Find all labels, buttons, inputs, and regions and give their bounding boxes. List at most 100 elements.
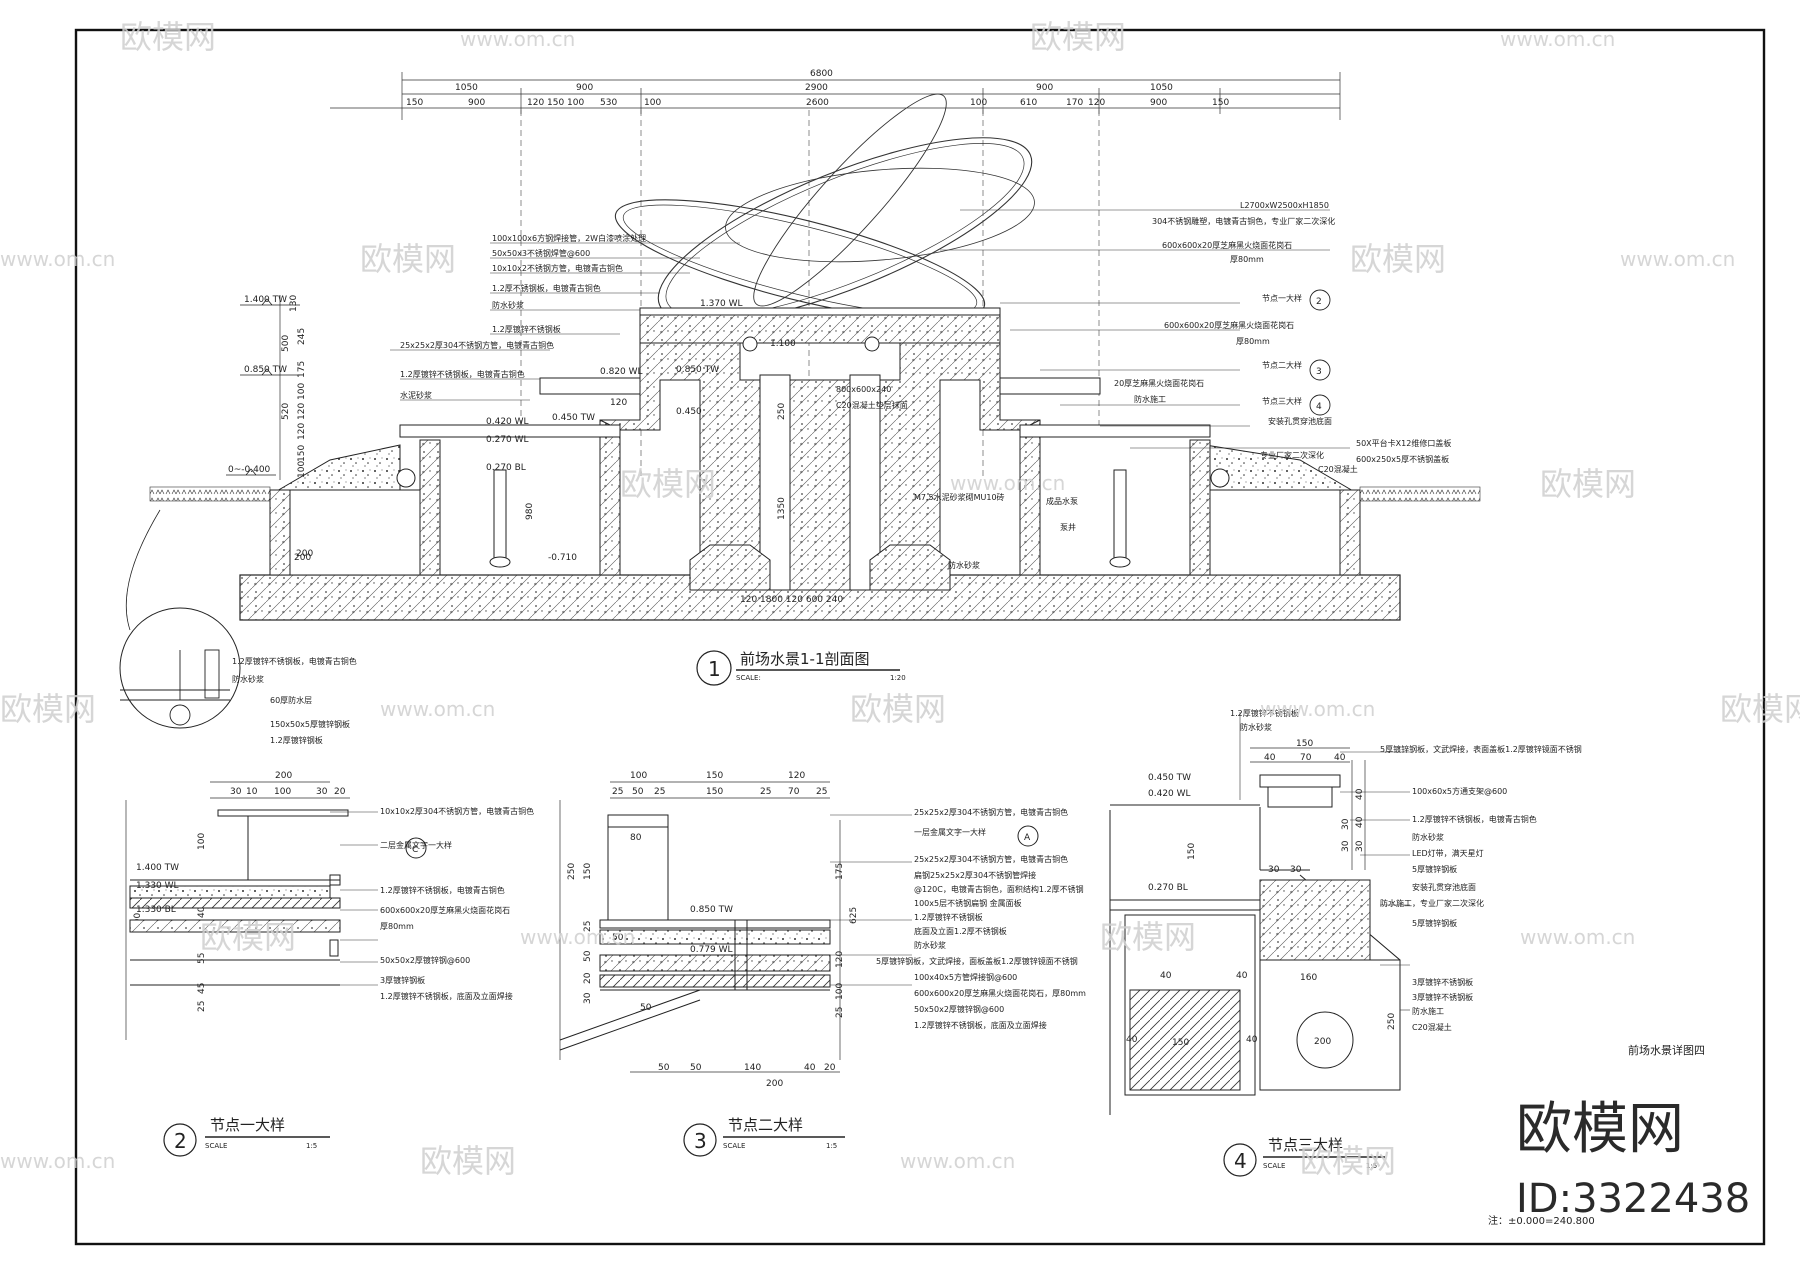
side-dim-1: 245 — [297, 328, 307, 345]
s1-right-16: 800x600x240 — [836, 385, 891, 394]
side-dim-5: 120 — [297, 403, 307, 420]
level-3: 0.270 WL — [486, 435, 529, 445]
d3-number-circle — [683, 1123, 717, 1157]
d4-dim-right-1: 40 — [1355, 816, 1365, 828]
d2-dim-top-2: 10 — [246, 787, 258, 797]
dim-row2-4: 1050 — [1150, 83, 1173, 93]
pit-left-wall-b — [599, 419, 621, 576]
magnify-inner — [120, 649, 230, 726]
d4-inner-0: 150 — [1187, 843, 1197, 860]
d3-dim-right-3: 100 — [835, 983, 845, 1000]
d3-dim-right-4: 25 — [835, 1007, 845, 1018]
d4-note-5: 防水砂浆 — [1412, 832, 1444, 842]
d3-note-10: 100x40x5方管焊接钢@600 — [914, 972, 1017, 982]
d4-dims-right: 40 40 30 30 30 — [1341, 788, 1365, 852]
pit-right-wall-a — [1019, 419, 1041, 576]
d3-dim-bottom-0: 50 — [658, 1063, 670, 1073]
footing-2 — [869, 544, 951, 591]
s1-right-14: C20混凝土 — [1318, 464, 1358, 474]
d3-inner-1: 50 — [612, 933, 624, 943]
d4-dim-top-3: 40 — [1334, 753, 1346, 763]
node-callouts — [1309, 289, 1331, 416]
level-12: -0.710 — [548, 553, 577, 563]
section-number: 1 — [708, 657, 721, 681]
d3-dim-bottom-3: 40 — [804, 1063, 816, 1073]
d3-dims-bottom: 50 50 140 40 20 200 — [658, 1063, 836, 1089]
d3-dim-top-1: 150 — [706, 771, 723, 781]
d4-note-10: 5厚镀锌钢板 — [1412, 918, 1457, 928]
d2-leaders — [330, 811, 378, 986]
d2-note-2: 1.2厚镀锌不锈钢板，电镀青古铜色 — [380, 885, 505, 895]
wm-site-2: www.om.cn — [1500, 27, 1615, 51]
callout-3: 3 — [1316, 367, 1322, 377]
d3-dim-top-9: 25 — [816, 787, 827, 797]
d3-dim-top-2: 120 — [788, 771, 805, 781]
s1-right-17: C20混凝土垫层抹面 — [836, 400, 908, 410]
d3-dim-lines — [559, 781, 841, 1073]
d3-note-7: 底面及立面1.2厚不锈钢板 — [914, 926, 1007, 936]
dim-row3-8: 100 — [970, 98, 987, 108]
d3-dim-top-5: 25 — [654, 787, 665, 797]
dim-row3: 150 900 120 150 100 530 100 2600 100 610… — [406, 98, 1229, 108]
s1-right-7: 节点二大样 — [1262, 360, 1302, 370]
right-leaders — [940, 209, 1350, 449]
wm-row3: 欧模网 www.om.cn 欧模网 — [620, 465, 1636, 503]
side-dim-2: 500 — [281, 335, 291, 352]
d4-dim-top-1: 40 — [1264, 753, 1276, 763]
dim-row3-11: 120 — [1088, 98, 1105, 108]
s1-right-6: 厚80mm — [1236, 337, 1270, 346]
section-scale: 1:20 — [890, 674, 906, 682]
left-leaders — [390, 242, 740, 401]
footing-1 — [689, 544, 771, 591]
d3-scale: 1:5 — [826, 1142, 837, 1150]
side-dim-10: 200 — [296, 549, 313, 559]
s1-right-11: 安装孔贯穿池底面 — [1268, 416, 1332, 426]
pump-left — [489, 469, 511, 568]
circle-note-0: 1.2厚镀锌不锈钢板，电镀青古铜色 — [232, 656, 357, 666]
ring-sculpture — [614, 93, 1035, 323]
corner-logo: 欧模网 — [1516, 1097, 1684, 1162]
level-9: 0.450 — [676, 407, 702, 417]
d3-title: 节点二大样 — [728, 1116, 803, 1134]
d3-note-5: 100x5层不锈钢扁钢 金属面板 — [914, 898, 1022, 908]
d2-level-0: 1.400 TW — [136, 863, 179, 873]
dim-row3-6: 100 — [644, 98, 661, 108]
d4-number: 4 — [1234, 1149, 1247, 1173]
d4-inner-7: 40 — [1126, 1035, 1138, 1045]
wm-brand-10: 欧模网 — [200, 918, 296, 956]
d3-dim-bottom-2: 140 — [744, 1063, 761, 1073]
d4-inner: 150 160 40 40 150 200 250 40 40 30 30 — [1126, 843, 1397, 1048]
d3-dim-right-1: 625 — [849, 907, 859, 924]
tier2-right — [999, 377, 1101, 395]
d2-number-circle — [163, 1123, 197, 1157]
d4-inner-9: 30 — [1268, 865, 1280, 875]
dim-row3-12: 900 — [1150, 98, 1167, 108]
level-symbols — [226, 298, 300, 476]
inner-dim-2: 980 — [525, 503, 535, 520]
d4-inner-1: 160 — [1300, 973, 1317, 983]
section-title: 前场水景1-1剖面图 — [740, 650, 870, 668]
d3-dim-right-0: 175 — [835, 863, 845, 880]
pit-left-wall-a — [419, 439, 441, 576]
d3-dim-top-8: 70 — [788, 787, 800, 797]
d2-note-7: 1.2厚镀锌不锈钢板，底面及立面焊接 — [380, 991, 513, 1001]
d3-dim-left-0: 250 — [567, 863, 577, 880]
d4-inner-8: 40 — [1246, 1035, 1258, 1045]
d2-level-1: 1.330 WL — [136, 881, 179, 891]
circle-note-2: 60厚防水层 — [270, 695, 312, 705]
core-void-left — [759, 374, 791, 591]
s1-left-0: 100x100x6方钢焊接管，2W白漆喷涂处理 — [492, 233, 646, 243]
wm-row2: 欧模网 www.om.cn 欧模网 www.om.cn — [0, 240, 1735, 278]
dim-row3-2: 120 — [527, 98, 544, 108]
level-markers: 1.400 TW 0.850 TW 0.420 WL 0.270 WL 0.27… — [228, 295, 796, 563]
sump-left — [289, 489, 421, 576]
s1-right-15: 600x250x5厚不锈钢盖板 — [1356, 454, 1449, 464]
level-11: 1.100 — [770, 339, 796, 349]
dim-row3-10: 170 — [1066, 98, 1083, 108]
d3-dim-left-1: 150 — [583, 863, 593, 880]
wm-brand-5: 欧模网 — [620, 465, 716, 503]
d3-level-0: 0.850 TW — [690, 905, 733, 915]
section-1-1: 6800 1050 900 2900 900 1050 150 900 120 … — [119, 69, 1481, 745]
wm-brand-4: 欧模网 — [1350, 240, 1446, 278]
d4-note-7: 5厚镀锌钢板 — [1412, 864, 1457, 874]
